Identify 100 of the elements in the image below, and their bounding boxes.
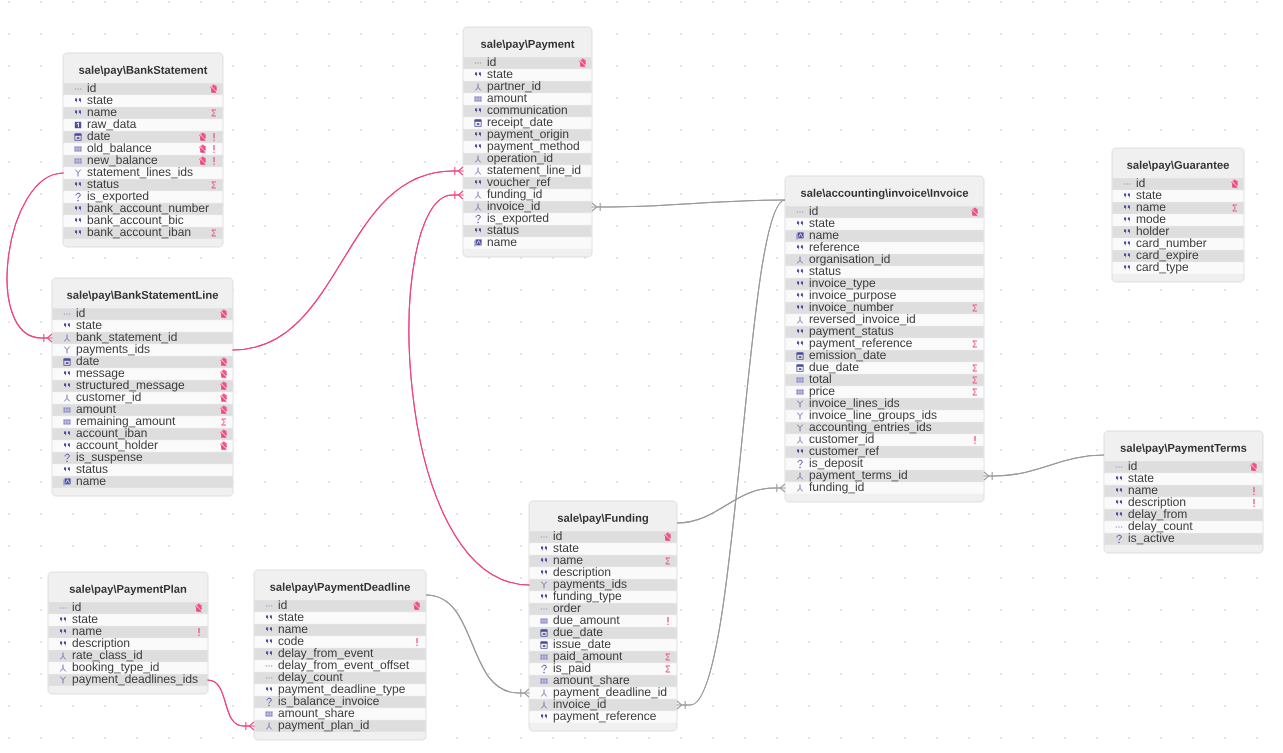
- field-row: delay_from: [1104, 509, 1263, 521]
- node-label: is_paid: [553, 663, 591, 675]
- field-row: issue_date: [529, 639, 677, 651]
- field-row: is_exported: [463, 213, 592, 225]
- field-row: id: [52, 308, 233, 320]
- field-row: emission_date: [785, 350, 984, 362]
- node-label: amount: [487, 94, 527, 103]
- node-label: code: [278, 636, 304, 646]
- field-row: funding_id: [785, 482, 984, 494]
- field-row: payment_reference: [785, 338, 984, 350]
- field-row: customer_ref: [785, 446, 984, 458]
- field-row: name: [463, 237, 592, 249]
- field-row: id: [1104, 461, 1263, 473]
- field-row: invoice_type: [785, 278, 984, 290]
- field-row: state: [1112, 190, 1244, 202]
- field-row: structured_message: [52, 380, 233, 392]
- node-label: state: [809, 219, 835, 228]
- field-row: invoice_number: [785, 302, 984, 314]
- node-label: issue_date: [553, 639, 611, 651]
- node-label: is_exported: [87, 191, 149, 203]
- field-row: name: [63, 107, 223, 119]
- field-row: status: [63, 179, 223, 191]
- field-row: payment_terms_id: [785, 470, 984, 482]
- field-row: delay_from_event: [254, 648, 426, 660]
- field-row: state: [48, 614, 208, 626]
- field-row: amount: [463, 93, 592, 105]
- field-row: id: [529, 531, 677, 543]
- node-label: account_holder: [76, 440, 158, 452]
- field-row: bank_account_iban: [63, 227, 223, 239]
- field-row: invoice_id: [463, 201, 592, 213]
- relationship-line: [6, 172, 65, 343]
- field-row: new_balance: [63, 155, 223, 167]
- node-label: message: [76, 370, 125, 380]
- field-row: remaining_amount: [52, 416, 233, 428]
- field-row: payment_method: [463, 141, 592, 153]
- node-label: description: [72, 638, 130, 650]
- node-label: amount_share: [278, 708, 355, 720]
- field-row: state: [1104, 473, 1263, 485]
- node-label: customer_id: [76, 392, 141, 404]
- field-row: id: [1112, 178, 1244, 190]
- node-label: funding_id: [809, 482, 864, 494]
- node-label: customer_id: [809, 434, 874, 446]
- field-row: message: [52, 368, 233, 380]
- node-label: funding_type: [553, 591, 622, 603]
- field-row: bank_statement_id: [52, 332, 233, 344]
- field-row: description: [529, 567, 677, 579]
- node-label: invoice_purpose: [809, 290, 896, 302]
- field-row: holder: [1112, 226, 1244, 238]
- node-label: state: [553, 544, 579, 553]
- relationship-line: [590, 199, 786, 212]
- field-row: raw_data: [63, 119, 223, 131]
- field-row: due_date: [785, 362, 984, 374]
- relationship-line: [425, 594, 531, 698]
- field-row: old_balance: [63, 143, 223, 155]
- field-row: reference: [785, 242, 984, 254]
- field-row: amount_share: [529, 675, 677, 687]
- field-row: name: [529, 555, 677, 567]
- field-row: description: [48, 638, 208, 650]
- field-row: status: [463, 225, 592, 237]
- node-label: invoice_line_groups_ids: [809, 410, 937, 422]
- field-row: total: [785, 374, 984, 386]
- field-row: invoice_lines_ids: [785, 398, 984, 410]
- field-row: id: [48, 602, 208, 614]
- field-row: name: [52, 476, 233, 488]
- field-row: payments_ids: [529, 579, 677, 591]
- node-label: status: [809, 267, 841, 276]
- node-label: payment_deadline_id: [553, 687, 667, 699]
- node-label: delay_count: [1128, 521, 1193, 533]
- node-label: statement_line_id: [487, 165, 581, 177]
- field-row: payment_status: [785, 326, 984, 338]
- field-row: reversed_invoice_id: [785, 314, 984, 326]
- field-row: payment_reference: [529, 711, 677, 723]
- field-row: date: [52, 356, 233, 368]
- node-label: status: [76, 465, 108, 474]
- field-row: invoice_id: [529, 699, 677, 711]
- field-row: id: [785, 206, 984, 218]
- field-row: account_holder: [52, 440, 233, 452]
- field-row: is_balance_invoice: [254, 696, 426, 708]
- field-row: bank_account_number: [63, 203, 223, 215]
- field-row: state: [463, 69, 592, 81]
- field-row: due_date: [529, 627, 677, 639]
- node-label: card_type: [1136, 262, 1189, 274]
- field-row: card_type: [1112, 262, 1244, 274]
- field-row: card_expire: [1112, 250, 1244, 262]
- node-label: funding_id: [487, 189, 542, 201]
- field-row: customer_id: [785, 434, 984, 446]
- field-row: payment_deadline_type: [254, 684, 426, 696]
- field-row: is_active: [1104, 533, 1263, 545]
- field-row: rate_class_id: [48, 650, 208, 662]
- field-row: status: [52, 464, 233, 476]
- field-row: amount_share: [254, 708, 426, 720]
- field-row: price: [785, 386, 984, 398]
- field-row: name: [1112, 202, 1244, 214]
- field-row: status: [785, 266, 984, 278]
- node-label: state: [87, 96, 113, 105]
- field-row: name: [254, 624, 426, 636]
- node-label: bank_account_bic: [87, 215, 184, 227]
- node-label: due_amount: [553, 615, 620, 627]
- relationship-line: [675, 199, 786, 710]
- field-row: paid_amount: [529, 651, 677, 663]
